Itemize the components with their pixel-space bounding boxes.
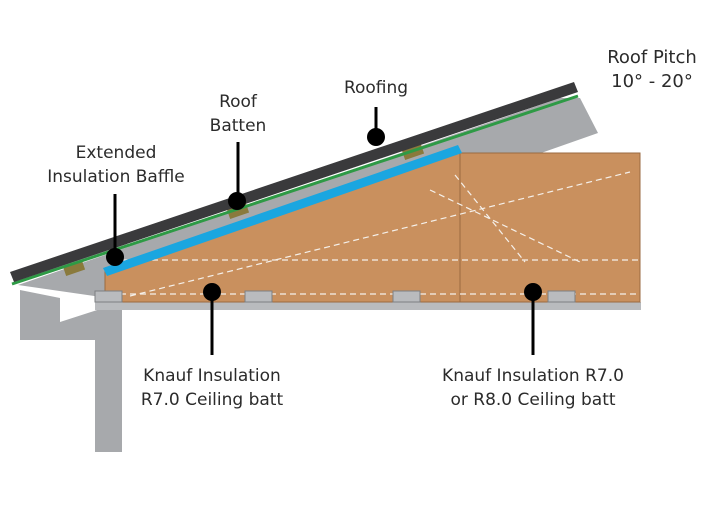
roof-batten-1 <box>62 260 86 276</box>
baffle-label-line2: Insulation Baffle <box>47 167 185 187</box>
callout-roof-batten <box>228 142 246 210</box>
callout-roofing <box>367 107 385 146</box>
wall-fascia-structure <box>20 290 122 452</box>
extended-insulation-baffle <box>103 145 462 276</box>
ceiling-joist-4 <box>547 290 576 303</box>
ceiling-batt-right-label-line1: Knauf Insulation R7.0 <box>442 366 624 386</box>
roofing-label: Roofing <box>344 78 408 98</box>
callout-ceiling-batt-right <box>524 283 542 355</box>
ceiling-batt-left-label-line2: R7.0 Ceiling batt <box>141 390 284 410</box>
roof-batten-label-line2: Batten <box>210 116 267 136</box>
ceiling-batt-right-label-line2: or R8.0 Ceiling batt <box>450 390 615 410</box>
ceiling-joist-2 <box>244 290 273 303</box>
roofing-sheet <box>10 82 578 282</box>
callout-extended-baffle <box>106 194 124 266</box>
ceiling-batt-left-label-line1: Knauf Insulation <box>143 366 281 386</box>
roof-batten-label-line1: Roof <box>219 92 258 112</box>
roof-pitch-range: 10° - 20° <box>611 71 693 92</box>
ceiling-joist-3 <box>392 290 421 303</box>
roof-pitch-label: Roof Pitch <box>607 47 697 68</box>
ceiling-joist-1 <box>94 290 123 303</box>
roof-underlay <box>11 94 579 286</box>
insulation-right <box>459 152 641 303</box>
callout-ceiling-batt-left <box>203 283 221 355</box>
baffle-label-line1: Extended <box>76 143 157 163</box>
ceiling-board <box>95 302 641 310</box>
